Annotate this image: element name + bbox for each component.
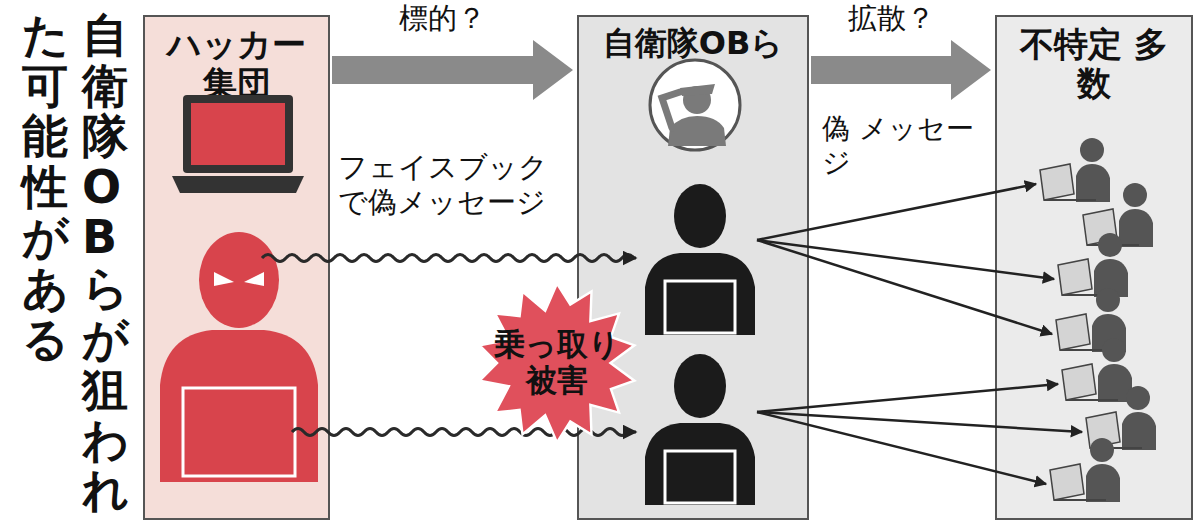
- person-body: [1092, 314, 1126, 352]
- ob-body: [645, 253, 755, 335]
- spread-arrow: [757, 240, 1052, 334]
- person-desk: [1062, 294, 1114, 296]
- hacker-eye: [214, 272, 234, 286]
- title-text: 自衛隊OBらが狙われた可能性がある: [22, 10, 128, 522]
- laptop-base: [172, 176, 304, 193]
- person-head: [1098, 233, 1122, 257]
- hacker-laptop: [183, 388, 295, 476]
- ob-head: [674, 354, 726, 418]
- laptop-screen: [191, 103, 285, 165]
- person-body: [1119, 209, 1153, 247]
- spread-arrow: [757, 184, 1036, 240]
- group-panel: 不特定 多数: [995, 15, 1193, 520]
- panel-heading: ハッカー 集団: [162, 25, 312, 103]
- ob-head: [674, 184, 726, 248]
- person-desk: [1090, 447, 1142, 449]
- person-desk: [1054, 499, 1106, 501]
- person-head: [1102, 338, 1126, 362]
- person-head: [1080, 138, 1104, 162]
- person-laptop: [1062, 364, 1096, 400]
- spread-arrow: [757, 384, 1058, 412]
- person-body: [1122, 412, 1156, 450]
- wavy-message-line: [262, 255, 636, 262]
- hacker-head: [199, 232, 279, 328]
- salute-arm: [662, 92, 680, 128]
- ob-body: [645, 423, 755, 505]
- person-body: [1086, 464, 1120, 502]
- arrow-label: 拡散？: [848, 1, 935, 36]
- hacker-body: [160, 330, 318, 482]
- person-head: [1126, 386, 1150, 410]
- person-body: [1076, 164, 1110, 202]
- spread-arrow: [757, 412, 1046, 484]
- note-label: 偽 メッセージ: [822, 112, 982, 179]
- flow-arrow: [811, 40, 991, 100]
- title-column: 自衛隊OBらが狙われた可能性がある: [22, 10, 128, 522]
- person-laptop: [1050, 464, 1084, 500]
- burst-text: 乗っ取り 被害: [491, 327, 623, 398]
- laptop-frame: [183, 95, 293, 173]
- person-desk: [1087, 244, 1139, 246]
- icon-circle: [650, 60, 740, 150]
- starburst-fill: [480, 284, 635, 443]
- spread-arrow: [757, 240, 1054, 279]
- person-laptop: [1056, 314, 1090, 350]
- person-desk: [1044, 199, 1096, 201]
- person-body: [1094, 259, 1128, 297]
- person-laptop: [1040, 164, 1074, 200]
- salute-head: [683, 86, 711, 114]
- panel-heading: 自衛隊OBら: [603, 25, 784, 62]
- hacker-eye: [244, 272, 264, 286]
- person-desk: [1066, 399, 1118, 401]
- salute-body: [668, 116, 726, 146]
- flow-arrow: [332, 40, 573, 100]
- person-laptop: [1086, 412, 1120, 448]
- group-panel: ハッカー 集団: [143, 15, 330, 520]
- person-body: [1098, 364, 1132, 402]
- person-laptop: [1083, 209, 1117, 245]
- person-desk: [1060, 349, 1112, 351]
- wavy-message-line: [292, 429, 636, 436]
- person-laptop: [1058, 259, 1092, 295]
- person-head: [1123, 183, 1147, 207]
- panel-heading: 不特定 多数: [1019, 25, 1169, 103]
- ob-laptop: [665, 281, 735, 333]
- arrow-label: 標的？: [399, 1, 486, 36]
- damage-burst: 乗っ取り 被害: [476, 282, 638, 444]
- salute-cap: [680, 84, 715, 96]
- spread-arrow: [757, 412, 1082, 432]
- person-head: [1096, 288, 1120, 312]
- note-label: フェイスブック で偽メッセージ: [338, 150, 553, 220]
- ob-laptop: [665, 451, 735, 503]
- person-head: [1090, 438, 1114, 462]
- group-panel: 自衛隊OBら: [577, 15, 809, 520]
